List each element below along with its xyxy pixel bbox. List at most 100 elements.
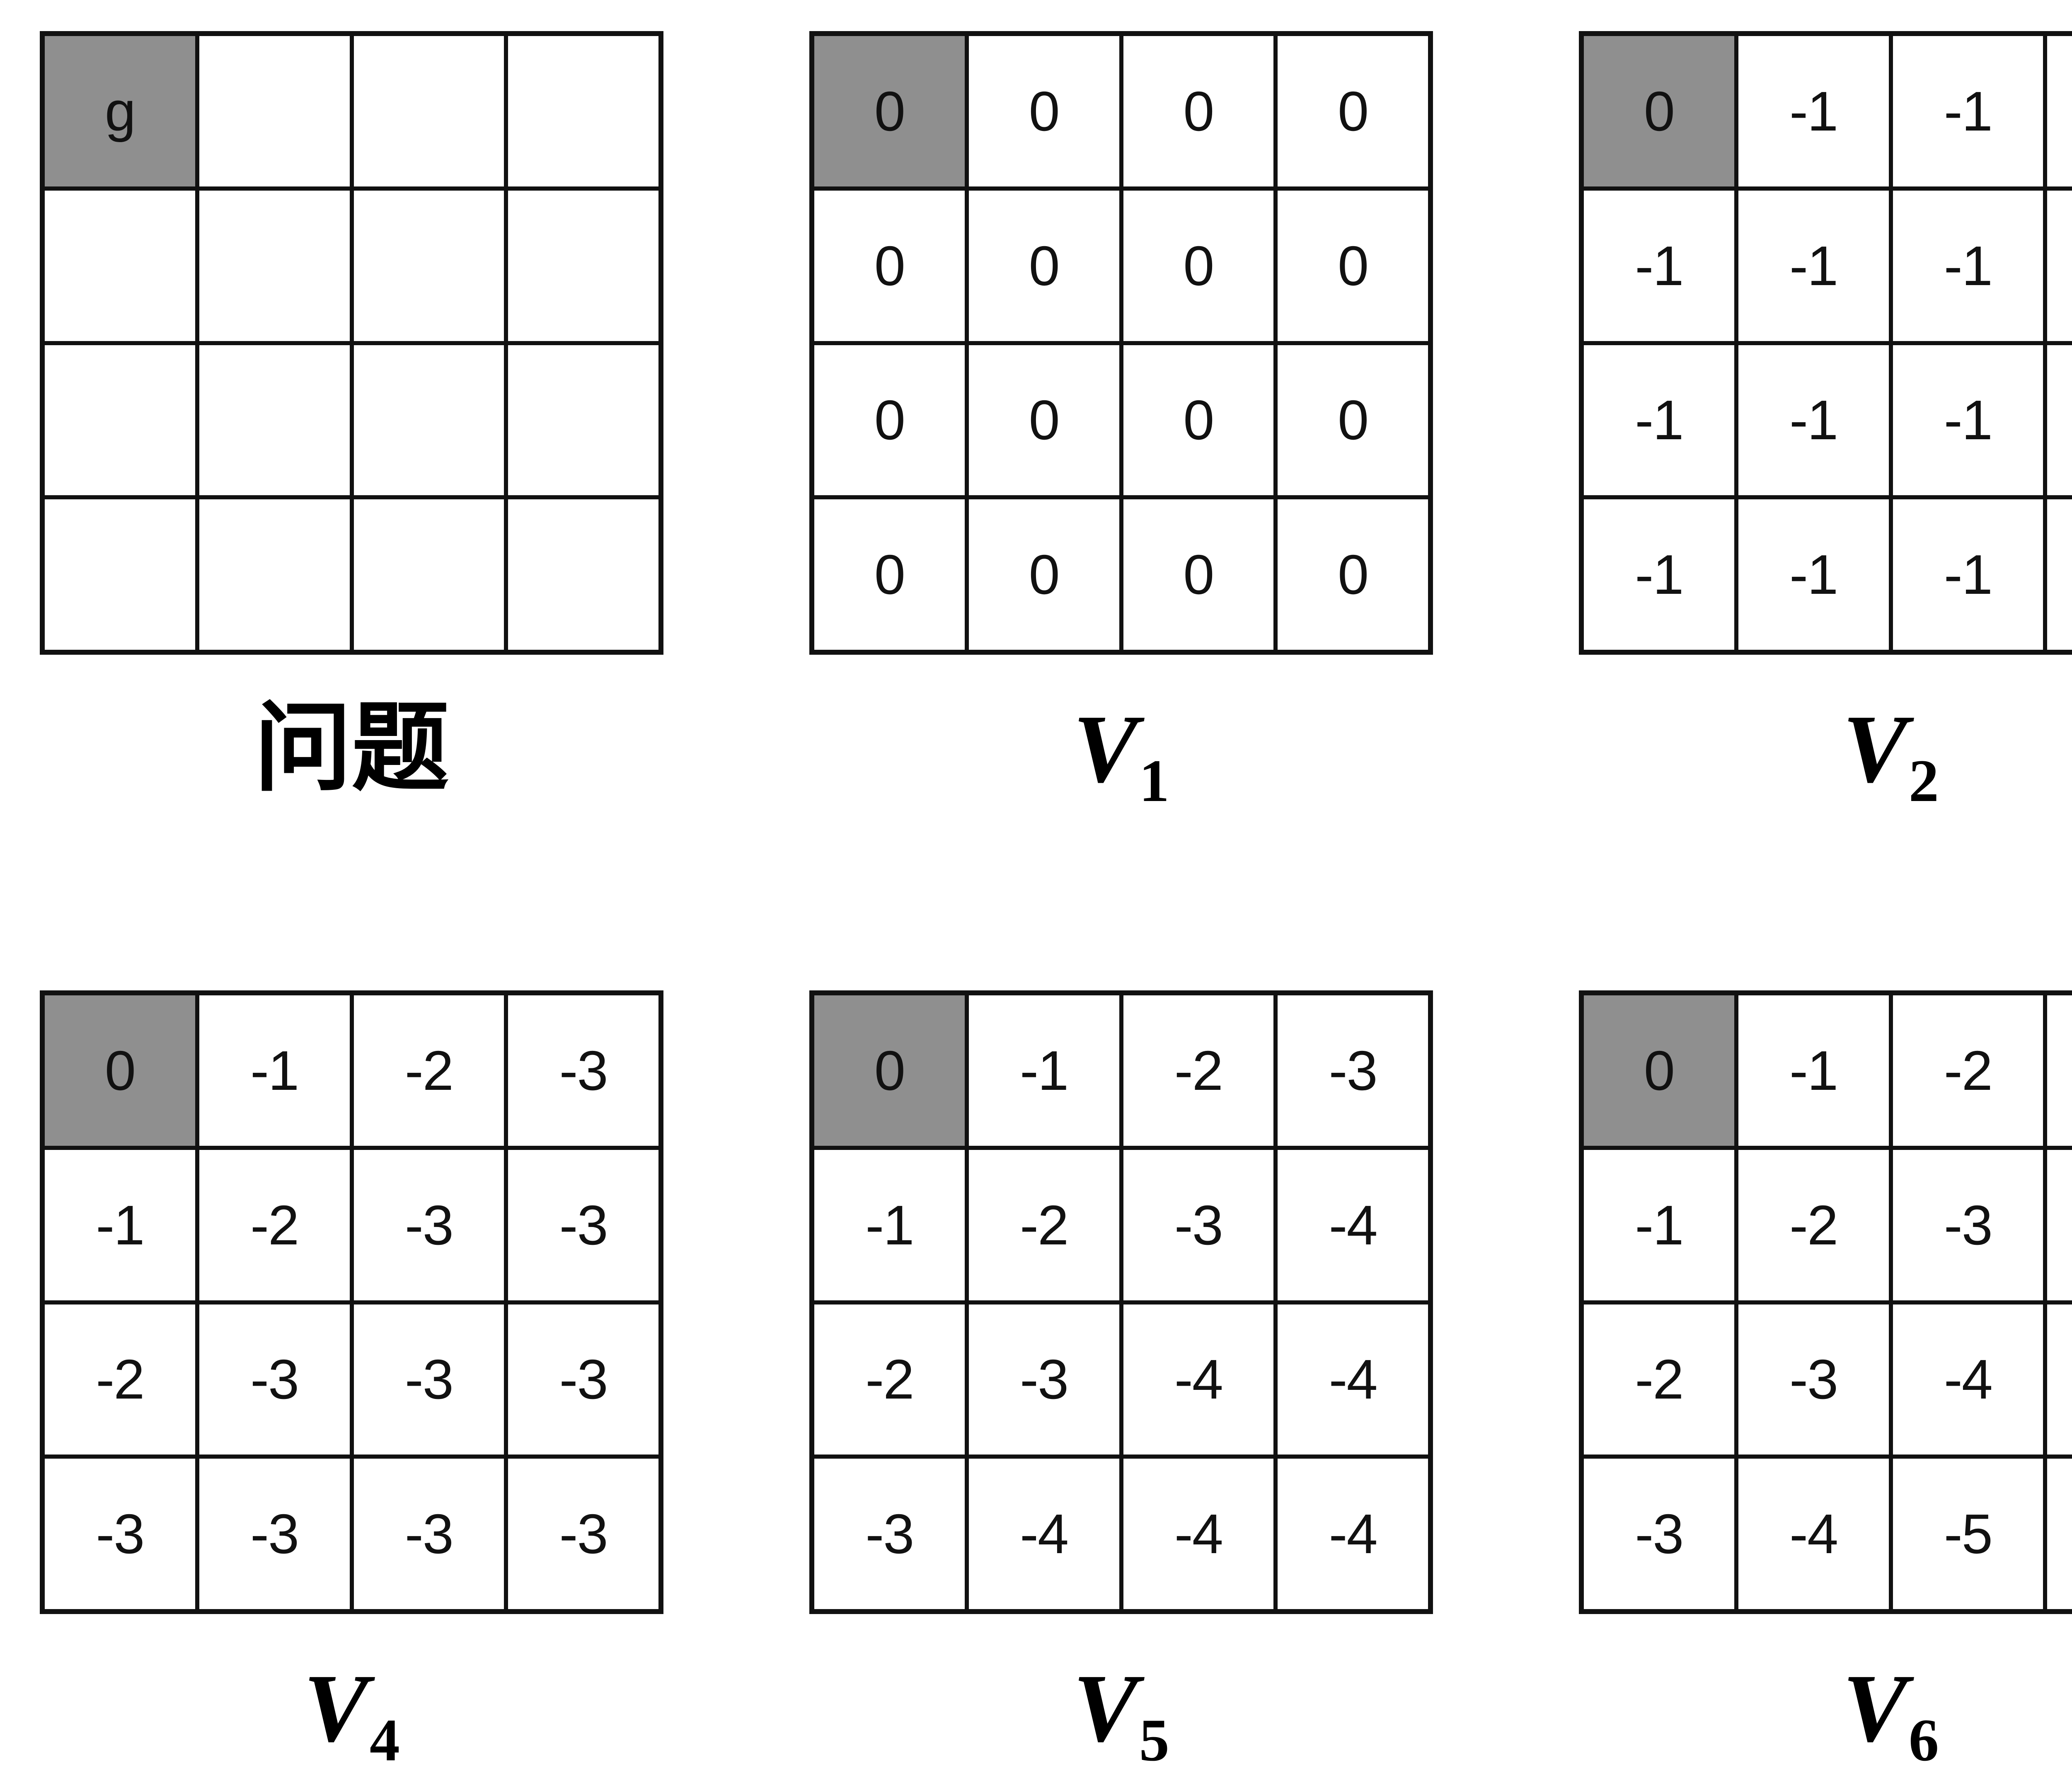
v6-symbol: V <box>1842 1654 1907 1762</box>
panel-v1-label: V1 <box>1073 700 1169 811</box>
panel-v5: 0-1-2-3-1-2-3-4-2-3-4-4-3-4-4-4 V5 <box>809 990 1433 1770</box>
cell-r2c2: -1 <box>1738 190 1889 341</box>
cell-r3c3: -4 <box>1123 1304 1274 1455</box>
cell-r1c4: -3 <box>2047 995 2072 1146</box>
panel-v5-label: V5 <box>1073 1660 1169 1770</box>
cell-r2c2: -2 <box>199 1150 350 1300</box>
cell-r2c4: 0 <box>1278 190 1428 341</box>
cell-r2c2: -2 <box>968 1150 1119 1300</box>
v6-grid: 0-1-2-3-1-2-3-4-2-3-4-5-3-4-5-5 <box>1579 990 2072 1614</box>
cell-r4c1: -3 <box>814 1459 965 1609</box>
panel-v2-label: V2 <box>1842 700 1939 811</box>
cell-r4c2: -3 <box>199 1459 350 1609</box>
v1-subscript: 1 <box>1139 747 1169 814</box>
cell-r3c4 <box>508 345 658 496</box>
cell-r3c2: -3 <box>1738 1304 1889 1455</box>
cell-r2c4 <box>508 190 658 341</box>
cell-r4c4: -4 <box>1278 1459 1428 1609</box>
cell-r4c2: -4 <box>1738 1459 1889 1609</box>
cell-r2c2 <box>199 190 350 341</box>
v4-symbol: V <box>303 1654 368 1762</box>
cell-r3c3: -4 <box>1893 1304 2043 1455</box>
v5-symbol: V <box>1073 1654 1138 1762</box>
panel-v4-label: V4 <box>303 1660 400 1770</box>
cell-r4c3: -5 <box>1893 1459 2043 1609</box>
cell-r1c3 <box>353 36 504 186</box>
cell-r4c4 <box>508 499 658 650</box>
cell-r2c4: -4 <box>2047 1150 2072 1300</box>
cell-r2c3 <box>353 190 504 341</box>
cell-r1c1: 0 <box>814 995 965 1146</box>
cell-r3c4: -3 <box>508 1304 658 1455</box>
cell-r1c2: -1 <box>1738 36 1889 186</box>
panel-problem-label: 问题 <box>254 695 449 803</box>
cell-r1c2: 0 <box>968 36 1119 186</box>
cell-r3c1: -1 <box>1584 345 1734 496</box>
cell-r3c1: -2 <box>1584 1304 1734 1455</box>
cell-r2c2: 0 <box>968 190 1119 341</box>
panel-v2: 0-1-1-1-1-1-1-1-1-1-1-1-1-1-1-1 V2 <box>1579 31 2072 811</box>
cell-r4c1: -3 <box>45 1459 195 1609</box>
cell-r2c1: -1 <box>814 1150 965 1300</box>
cell-r1c2: -1 <box>968 995 1119 1146</box>
cell-r3c1: -2 <box>45 1304 195 1455</box>
v2-symbol: V <box>1842 695 1907 803</box>
cell-r1c4: -3 <box>1278 995 1428 1146</box>
cell-r1c3: -2 <box>1893 995 2043 1146</box>
cell-r2c1: 0 <box>814 190 965 341</box>
cell-r4c2 <box>199 499 350 650</box>
cell-r4c3: -3 <box>353 1459 504 1609</box>
panel-v6: 0-1-2-3-1-2-3-4-2-3-4-5-3-4-5-5 V6 <box>1579 990 2072 1770</box>
cell-r1c1: 0 <box>1584 995 1734 1146</box>
cell-r2c4: -4 <box>1278 1150 1428 1300</box>
panel-v6-label: V6 <box>1842 1660 1939 1770</box>
cell-r4c2: -1 <box>1738 499 1889 650</box>
cell-r1c2: -1 <box>199 995 350 1146</box>
cell-r4c4: 0 <box>1278 499 1428 650</box>
cell-r1c2 <box>199 36 350 186</box>
cell-r1c2: -1 <box>1738 995 1889 1146</box>
cell-r3c3 <box>353 345 504 496</box>
cell-r2c1: -1 <box>1584 190 1734 341</box>
cell-r3c2: -1 <box>1738 345 1889 496</box>
cell-r1c3: -2 <box>353 995 504 1146</box>
cell-r1c3: -2 <box>1123 995 1274 1146</box>
cell-r4c4: -3 <box>508 1459 658 1609</box>
cell-r2c3: -3 <box>353 1150 504 1300</box>
v5-subscript: 5 <box>1139 1706 1169 1774</box>
cell-r3c2 <box>199 345 350 496</box>
cell-r4c3: -1 <box>1893 499 2043 650</box>
v1-symbol: V <box>1073 695 1138 803</box>
v4-subscript: 4 <box>369 1706 400 1774</box>
cell-r2c4: -3 <box>508 1150 658 1300</box>
v6-subscript: 6 <box>1908 1706 1939 1774</box>
cell-r3c2: -3 <box>199 1304 350 1455</box>
panel-problem: g 问题 <box>40 31 663 798</box>
cell-r2c3: 0 <box>1123 190 1274 341</box>
problem-grid: g <box>40 31 663 655</box>
cell-r4c1: -1 <box>1584 499 1734 650</box>
cell-r1c1: 0 <box>814 36 965 186</box>
cell-r2c3: -3 <box>1123 1150 1274 1300</box>
cell-r4c4: -5 <box>2047 1459 2072 1609</box>
cell-r4c1 <box>45 499 195 650</box>
cell-r1c4: -3 <box>508 995 658 1146</box>
cell-r4c3 <box>353 499 504 650</box>
cell-r1c4: 0 <box>1278 36 1428 186</box>
cell-r3c2: 0 <box>968 345 1119 496</box>
cell-r2c3: -1 <box>1893 190 2043 341</box>
cell-r3c4: -1 <box>2047 345 2072 496</box>
cell-r2c1 <box>45 190 195 341</box>
cell-r1c1: 0 <box>45 995 195 1146</box>
cell-r1c4: -1 <box>2047 36 2072 186</box>
cell-r4c3: 0 <box>1123 499 1274 650</box>
cell-r3c2: -3 <box>968 1304 1119 1455</box>
cell-r3c1: 0 <box>814 345 965 496</box>
cell-r1c3: 0 <box>1123 36 1274 186</box>
cell-r3c3: -3 <box>353 1304 504 1455</box>
cell-r4c1: -3 <box>1584 1459 1734 1609</box>
cell-r3c3: -1 <box>1893 345 2043 496</box>
v5-grid: 0-1-2-3-1-2-3-4-2-3-4-4-3-4-4-4 <box>809 990 1433 1614</box>
